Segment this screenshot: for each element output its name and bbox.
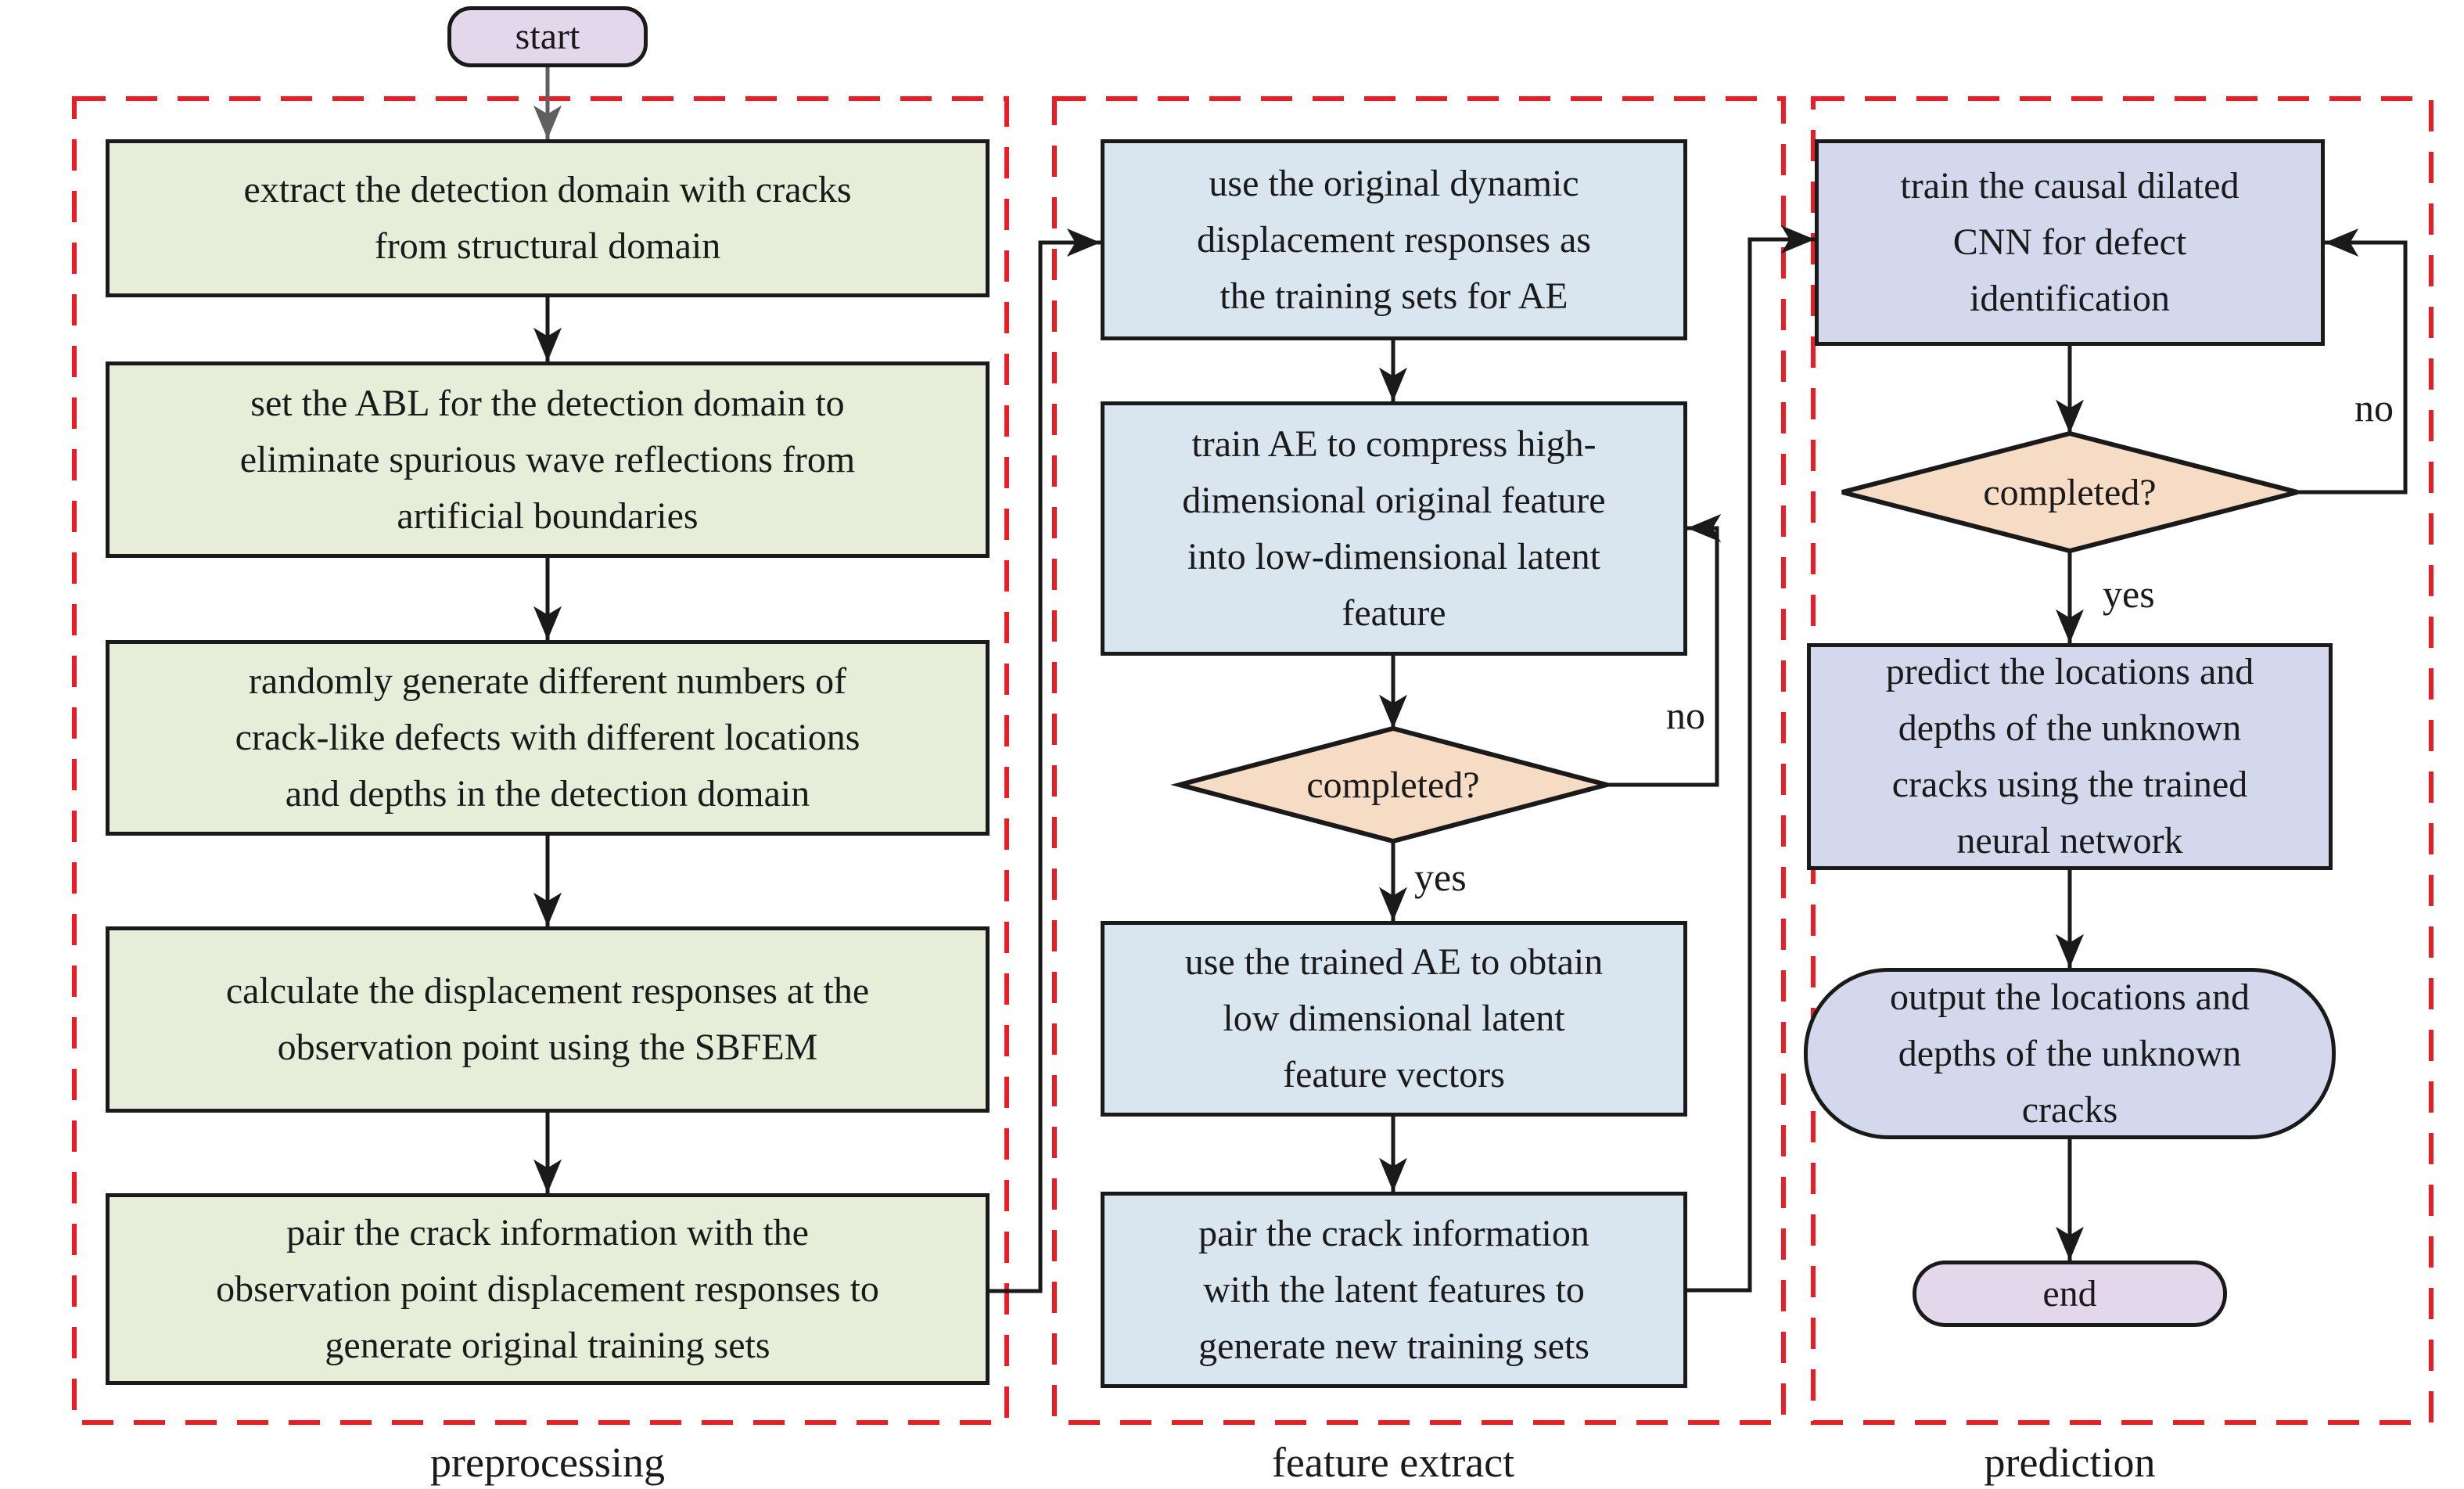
mid-yes-label: yes: [1414, 855, 1467, 899]
step-output-cracks: output the locations and depths of the u…: [1804, 968, 2336, 1139]
edge-pair-to-train-cnn: [1687, 225, 1815, 1293]
step-ae-training-sets: use the original dynamic displacement re…: [1101, 139, 1687, 340]
step-train-cnn: train the causal dilated CNN for defect …: [1815, 139, 2325, 346]
right-no-label: no: [2354, 386, 2394, 430]
step-set-abl: set the ABL for the detection domain to …: [106, 361, 990, 558]
step-pair-new-training-sets: pair the crack information with the late…: [1101, 1192, 1687, 1388]
step-calculate-responses: calculate the displacement responses at …: [106, 926, 990, 1113]
start-node: start: [447, 6, 648, 67]
step-generate-defects: randomly generate different numbers of c…: [106, 640, 990, 836]
edge-right-decision-no-loop: [2297, 228, 2408, 495]
step-train-ae: train AE to compress high- dimensional o…: [1101, 401, 1687, 656]
step-obtain-latent-vectors: use the trained AE to obtain low dimensi…: [1101, 921, 1687, 1117]
preprocessing-caption: preprocessing: [430, 1439, 665, 1486]
mid-no-label: no: [1666, 693, 1705, 737]
end-node: end: [1913, 1261, 2227, 1327]
step-predict-cracks: predict the locations and depths of the …: [1807, 643, 2333, 870]
preprocessing-group-frame: [72, 96, 1009, 1425]
feature-extract-group-frame: [1052, 96, 1786, 1425]
feature-extract-caption: feature extract: [1271, 1439, 1515, 1486]
right-decision-diamond: [1841, 430, 2298, 554]
step-pair-original-training-sets: pair the crack information with the obse…: [106, 1193, 990, 1385]
step-extract-detection-domain: extract the detection domain with cracks…: [106, 139, 990, 297]
edge-step5-to-ae-training: [990, 228, 1101, 1293]
right-yes-label: yes: [2103, 572, 2155, 616]
edge-mid-decision-no-loop: [1607, 514, 1722, 787]
mid-decision-diamond: [1170, 725, 1616, 844]
prediction-caption: prediction: [1984, 1439, 2156, 1486]
